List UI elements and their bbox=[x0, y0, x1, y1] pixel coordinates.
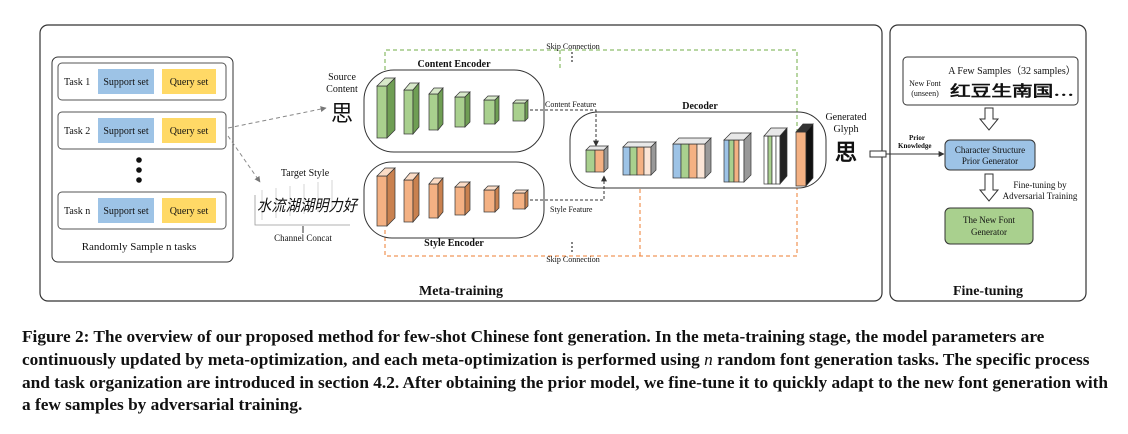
content-encoder-title: Content Encoder bbox=[417, 59, 491, 70]
style-feature-arrow bbox=[530, 175, 607, 201]
query-set-label: Query set bbox=[170, 206, 209, 217]
generated-glyph: 思 bbox=[835, 140, 857, 165]
fine-tuning-title: Fine-tuning bbox=[953, 284, 1023, 299]
query-set-label: Query set bbox=[170, 77, 209, 88]
channel-concat-label: Channel Concat bbox=[274, 233, 332, 243]
prior-knowledge-arrow-tail bbox=[869, 150, 887, 158]
fine-tuning-by-label-2: Adversarial Training bbox=[1003, 191, 1078, 201]
source-content-label-1: Source bbox=[328, 72, 356, 83]
decoder-title: Decoder bbox=[682, 101, 718, 112]
figure-caption: Figure 2: The overview of our proposed m… bbox=[22, 326, 1118, 417]
prior-knowledge-label-2: Knowledge bbox=[898, 142, 931, 150]
content-feature-arrow bbox=[530, 109, 599, 147]
style-glyphs: 水流湖湖明力好 bbox=[257, 197, 359, 215]
source-content-label-2: Content bbox=[326, 84, 358, 95]
down-arrow-2 bbox=[978, 173, 1000, 202]
support-set-label: Support set bbox=[103, 206, 149, 217]
task-label-n: Task n bbox=[64, 206, 90, 217]
fine-tuning-by-label-1: Fine-tuning by bbox=[1013, 180, 1067, 190]
decoder-box bbox=[569, 111, 827, 189]
support-set-label: Support set bbox=[103, 77, 149, 88]
new-font-label-1: New Font bbox=[909, 79, 942, 88]
task-row-1: Task 1 Support set Query set bbox=[57, 62, 227, 101]
caption-part-1: Figure 2: The overview of our proposed m… bbox=[22, 327, 1045, 369]
style-encoder-title: Style Encoder bbox=[424, 238, 484, 249]
query-set-label: Query set bbox=[170, 126, 209, 137]
new-font-label-2: (unseen) bbox=[911, 89, 939, 98]
few-samples-box bbox=[902, 56, 1079, 106]
generated-glyph-label-2: Glyph bbox=[834, 124, 859, 135]
content-encoder-box bbox=[363, 69, 545, 153]
content-feature-label: Content Feature bbox=[545, 100, 597, 109]
skip-connection-top-line bbox=[384, 49, 798, 138]
query-set-block bbox=[162, 198, 216, 223]
query-set-block bbox=[162, 118, 216, 143]
generated-glyph-label-1: Generated bbox=[825, 112, 866, 123]
decoder-layers bbox=[585, 123, 814, 187]
skip-connection-bottom-line bbox=[384, 188, 798, 257]
meta-training-panel bbox=[39, 24, 883, 302]
support-set-block bbox=[98, 198, 154, 223]
style-encoder-layers bbox=[376, 167, 529, 227]
tasks-caption: Randomly Sample n tasks bbox=[82, 241, 197, 253]
style-feature-label: Style Feature bbox=[550, 205, 593, 214]
ellipsis-dots bbox=[136, 157, 142, 183]
prior-generator-label-2: Prior Generator bbox=[962, 156, 1018, 166]
query-set-block bbox=[162, 69, 216, 94]
new-font-generator-label-1: The New Font bbox=[963, 215, 1015, 225]
fine-tuning-panel bbox=[889, 24, 1087, 302]
few-samples-label: A Few Samples（32 samples） bbox=[948, 65, 1076, 77]
arrow-to-style bbox=[227, 135, 261, 183]
new-font-generator-label-2: Generator bbox=[971, 227, 1007, 237]
task-list-box bbox=[51, 56, 234, 263]
skip-connection-bottom-label: Skip Connection bbox=[546, 255, 600, 264]
support-set-label: Support set bbox=[103, 126, 149, 137]
support-set-block bbox=[98, 69, 154, 94]
support-set-block bbox=[98, 118, 154, 143]
task-row-2: Task 2 Support set Query set bbox=[57, 111, 227, 150]
skip-connection-top-label: Skip Connection bbox=[546, 42, 600, 51]
method-overview-diagram: Task 1 Support set Query set Task 2 Supp… bbox=[39, 24, 1087, 302]
target-style-label: Target Style bbox=[281, 168, 330, 179]
task-label-2: Task 2 bbox=[64, 126, 90, 137]
caption-variable: n bbox=[704, 349, 713, 369]
meta-training-title: Meta-training bbox=[419, 284, 503, 299]
style-glyph-stack bbox=[254, 180, 350, 226]
sample-characters: 红豆生南国… bbox=[950, 82, 1074, 100]
content-encoder-layers bbox=[376, 77, 529, 139]
prior-knowledge-label-1: Prior bbox=[909, 134, 925, 142]
source-glyph: 思 bbox=[331, 101, 353, 126]
down-arrow-1 bbox=[978, 107, 1000, 131]
prior-generator-box bbox=[944, 139, 1036, 171]
task-label-1: Task 1 bbox=[64, 77, 90, 88]
task-row-n: Task n Support set Query set bbox=[57, 191, 227, 230]
caption-part-2: random font generation tasks. The specif… bbox=[22, 349, 1109, 415]
prior-generator-label-1: Character Structure bbox=[955, 145, 1025, 155]
style-encoder-box bbox=[363, 161, 545, 239]
arrow-to-source bbox=[227, 106, 327, 129]
new-font-generator-box bbox=[944, 207, 1034, 245]
